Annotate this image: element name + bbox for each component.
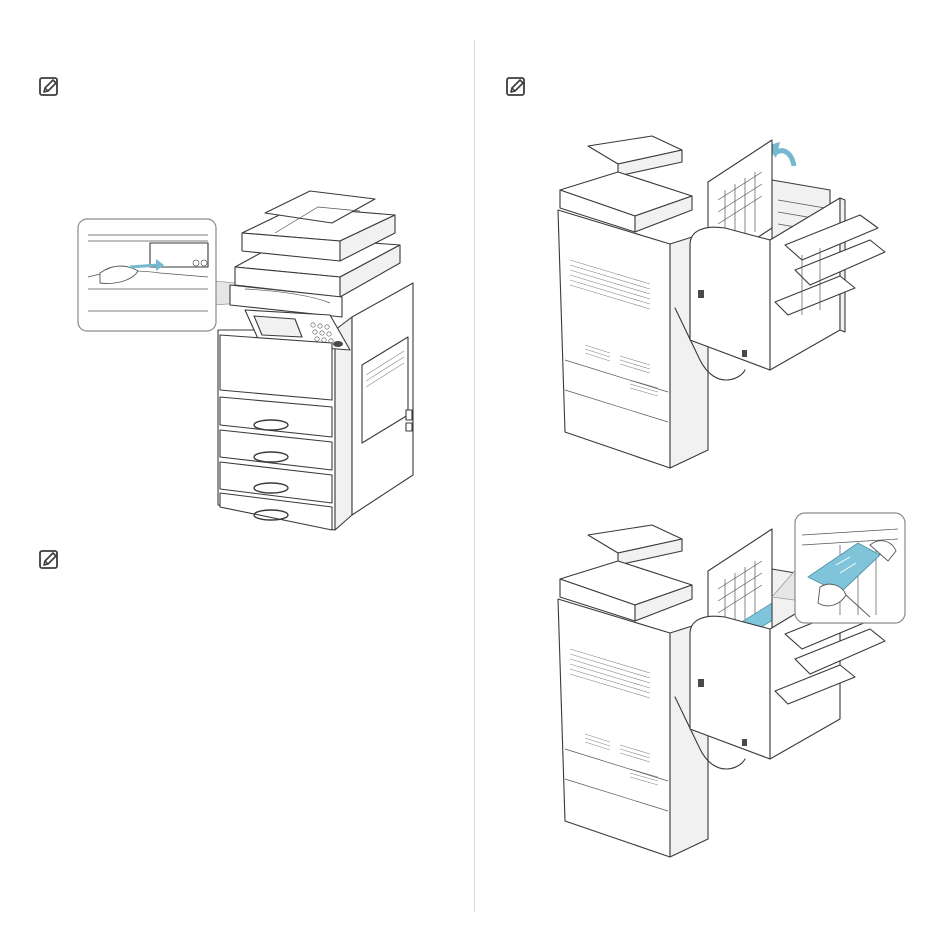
column-divider <box>474 40 475 912</box>
jam-closeup-callout <box>78 219 216 331</box>
note-pencil-icon <box>38 549 60 571</box>
printer-front-illustration <box>70 185 430 545</box>
paper-removal-callout <box>795 513 905 623</box>
note-pencil-icon <box>505 76 527 98</box>
finisher-cover-open-illustration <box>540 120 900 475</box>
note-pencil-icon <box>38 76 60 98</box>
finisher-jam-removal-illustration <box>540 505 910 865</box>
